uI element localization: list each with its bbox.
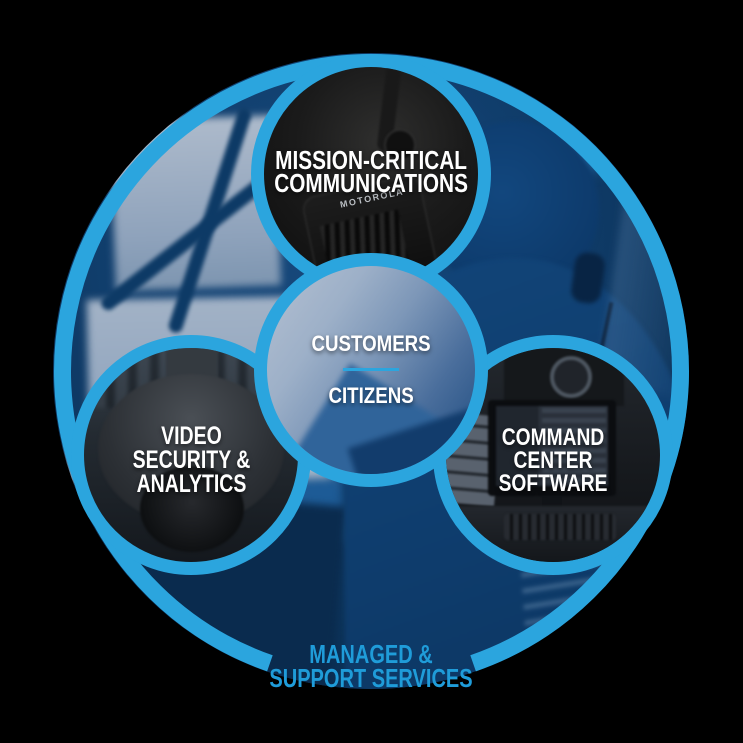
label-video-security-analytics: VIDEO SECURITY & ANALYTICS — [132, 422, 250, 498]
divider-line — [342, 368, 400, 371]
camera-lens — [140, 466, 244, 552]
label-command-center-software: COMMAND CENTER SOFTWARE — [498, 423, 608, 497]
label-line: COMMAND — [501, 423, 605, 451]
label-line: SOFTWARE — [498, 469, 608, 497]
screen-data-rows — [542, 408, 606, 484]
label-line: COMMUNICATIONS — [274, 167, 468, 198]
label-line: VIDEO — [160, 422, 222, 450]
label-line: SECURITY & — [132, 446, 250, 474]
label-line: SUPPORT SERVICES — [269, 663, 473, 693]
label-customers-citizens: CUSTOMERS CITIZENS — [311, 333, 430, 407]
label-line: ANALYTICS — [136, 470, 246, 498]
circle-customers-citizens: CUSTOMERS CITIZENS — [254, 253, 488, 487]
citizens-label: CITIZENS — [328, 383, 414, 408]
label-mission-critical-communications: MISSION-CRITICAL COMMUNICATIONS — [274, 147, 468, 198]
keyboard — [504, 514, 616, 540]
agency-emblem — [550, 356, 592, 398]
customers-label: CUSTOMERS — [311, 331, 431, 356]
label-managed-support-services: MANAGED & SUPPORT SERVICES — [269, 641, 473, 693]
radio-knob — [384, 129, 416, 161]
label-line: CENTER — [513, 446, 593, 474]
